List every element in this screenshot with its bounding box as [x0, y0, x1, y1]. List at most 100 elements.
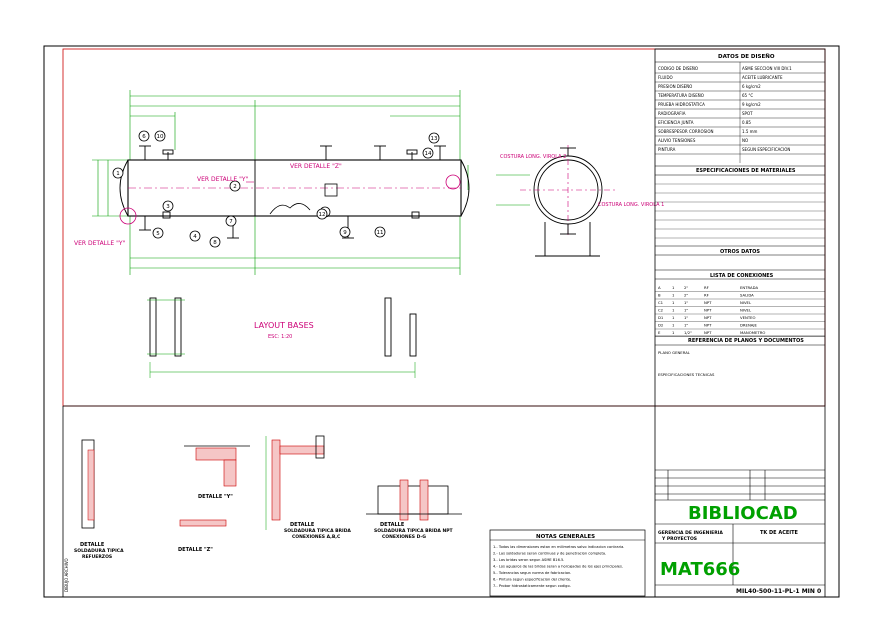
conn-header: LISTA DE CONEXIONES [710, 273, 774, 279]
datasheet-value: 65 °C [742, 93, 753, 98]
reference-item: ESPECIFICACIONES TECNICAS [658, 372, 715, 377]
connection-cell: RF [704, 293, 709, 298]
balloon-label: 2 [233, 184, 237, 190]
connection-cell: A [658, 285, 661, 290]
desc-left: GERENCIA DE INGENIERIA [658, 530, 723, 536]
datasheet-header: DATOS DE DISEÑO [718, 53, 775, 60]
balloon-label: 12 [319, 212, 326, 218]
connection-cell: 1/2" [684, 330, 692, 335]
connection-cell: 1" [684, 323, 688, 328]
ref-header: REFERENCIA DE PLANOS Y DOCUMENTOS [688, 338, 804, 344]
balloon-label: 10 [157, 134, 164, 140]
detail-subtitle-2: CONEXIONES A,B,C [292, 534, 341, 540]
datasheet-param: PRESION DISEÑO [658, 84, 692, 89]
balloon-14: 14 [422, 147, 434, 159]
connection-cell: 1 [672, 315, 675, 320]
balloon-6: 6 [138, 130, 150, 142]
general-note: 7.- Probar hidrostaticamente segun codig… [493, 584, 571, 588]
datasheet-param: PRUEBA HIDROSTATICA [658, 102, 705, 107]
top-dimensions [92, 90, 469, 275]
balloon-5: 5 [152, 227, 164, 239]
reference-rows: PLANO GENERAL ESPECIFICACIONES TECNICAS [658, 350, 715, 377]
balloon-label: 4 [193, 234, 197, 240]
layout-bases-scale: ESC: 1:20 [268, 334, 292, 340]
datasheet-value: SEGUN ESPECIFICACION [742, 147, 790, 152]
balloon-label: 6 [142, 134, 146, 140]
datasheet-param: SOBRESPESOR CORROSION [658, 129, 713, 134]
connection-cell: SALIDA [740, 293, 754, 298]
balloon-label: 9 [343, 230, 347, 236]
vessel-elevation [92, 90, 470, 275]
detail-subtitle-2: CONEXIONES D-G [382, 534, 426, 540]
balloon-10: 10 [154, 130, 166, 142]
detail-subtitle: SOLDADURA TIPICA BRIDA [284, 528, 351, 534]
weld-label-1: COSTURA LONG. VIROLA 2 [500, 154, 566, 160]
balloon-label: 13 [431, 136, 438, 142]
vessel-end-view [496, 145, 616, 257]
balloon-3: 3 [162, 200, 174, 212]
general-note: 4.- Los agujeros de las bridas seran a h… [493, 565, 623, 569]
connection-cell: NPT [704, 315, 712, 320]
balloon-label: 8 [213, 240, 217, 246]
datasheet-param: EFICIENCIA JUNTA [658, 120, 694, 125]
connection-cell: 1 [672, 300, 675, 305]
datasheet-value: ACEITE LUBRICANTE [742, 75, 783, 80]
connection-cell: C1 [658, 300, 664, 305]
balloon-4: 4 [189, 230, 201, 242]
callout-detail-y-left: VER DETALLE "Y" [74, 240, 125, 247]
connection-cell: NPT [704, 330, 712, 335]
detail-title: DETALLE "Y" [198, 494, 233, 500]
drawing-number: MIL40-500-11-PL-1 MIN 0 [736, 588, 821, 595]
datasheet-value: 1.5 mm [742, 129, 758, 134]
detail-subtitle-2: REFUERZOS [82, 554, 112, 560]
datasheet-param: ALIVIO TENSIONES [658, 138, 696, 143]
detail-subtitle: SOLDADURA TIPICA [74, 548, 124, 554]
connection-cell: E [658, 330, 661, 335]
datasheet-param: RADIOGRAFIA [658, 111, 686, 116]
detail-title: DETALLE [290, 522, 315, 528]
other-header: OTROS DATOS [720, 249, 760, 255]
datasheet-param: TEMPERATURA DISEÑO [657, 93, 704, 98]
notes-header: NOTAS GENERALES [536, 534, 595, 540]
balloon-11: 11 [374, 226, 386, 238]
detail-title: DETALLE "Z" [178, 547, 213, 553]
connection-cell: D2 [658, 323, 664, 328]
datasheet-value: ASME SECCION VIII DIV.1 [742, 66, 792, 71]
balloon-label: 7 [229, 219, 233, 225]
general-notes: 1.- Todas las dimensiones estan en milim… [493, 545, 624, 588]
detail-title: DETALLE [380, 522, 405, 528]
balloon-label: 11 [377, 230, 384, 236]
detail-title: DETALLE [80, 542, 105, 548]
connection-cell: 1" [684, 308, 688, 313]
connection-cell: C2 [658, 308, 664, 313]
connection-cell: 1 [672, 323, 675, 328]
drawing-title: TK DE ACEITE [760, 530, 799, 536]
datasheet-param: CODIGO DE DISEÑO [658, 66, 698, 71]
datasheet-value: 9 kg/cm2 [742, 102, 761, 107]
spec-header: ESPECIFICACIONES DE MATERIALES [696, 168, 796, 174]
top-nozzles [139, 145, 446, 160]
code-mat666: MAT666 [660, 559, 740, 580]
general-note: 1.- Todas las dimensiones estan en milim… [493, 545, 624, 549]
drawing-area-frame [62, 48, 826, 407]
general-note: 6.- Pintura segun especificacion del cli… [493, 578, 571, 582]
layout-bases-title: LAYOUT BASES [254, 321, 314, 330]
connection-cell: NIVEL [740, 308, 752, 313]
datasheet-value: SPOT [742, 111, 753, 116]
balloon-9: 9 [339, 226, 351, 238]
balloon-8: 8 [209, 236, 221, 248]
connection-cell: 1 [672, 330, 675, 335]
connection-cell: 2" [684, 293, 688, 298]
datasheet-param: PINTURA [658, 147, 676, 152]
connection-cell: NPT [704, 323, 712, 328]
connection-cell: MANOMETRO [740, 330, 765, 335]
datasheet-value: 0.85 [742, 120, 751, 125]
connection-cell: VENTEO [740, 315, 756, 320]
reference-item: PLANO GENERAL [658, 350, 691, 355]
connection-cell: 1 [672, 308, 675, 313]
